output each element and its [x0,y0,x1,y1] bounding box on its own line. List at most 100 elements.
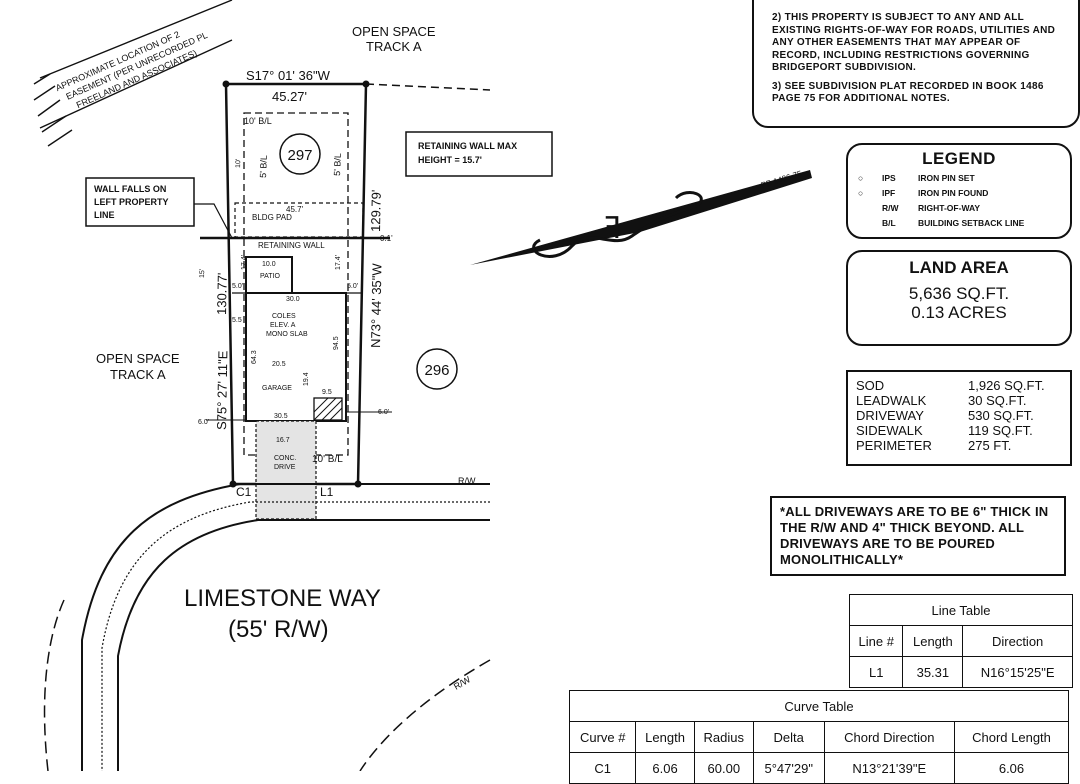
distance-west: 130.77' [214,273,230,316]
dim-top-right: 0.1' [380,234,393,243]
dim-side-a: 17.4' [241,255,248,270]
area-row: PERIMETER 275 FT. [856,438,1062,453]
area-value: 530 SQ.FT. [968,408,1034,423]
curve-table-cell: 6.06 [954,752,1069,784]
area-value: 1,926 SQ.FT. [968,378,1045,393]
house-label-2: ELEV. A [270,322,296,329]
north-line-extension [365,83,491,91]
legend-desc: RIGHT-OF-WAY [918,203,981,213]
area-label: DRIVEWAY [856,408,924,423]
lot-296-marker [416,348,458,390]
dim-small: 9.5 [322,389,332,396]
north-arrow: ꟻ PB 1486-75 [470,169,812,265]
curve-table-title: Curve Table [569,690,1069,722]
setback-top-label: 10' B/L [244,116,272,126]
lot-296-label: 296 [424,362,449,379]
land-area-acres: 0.13 ACRES [911,303,1007,322]
iron-pin-ne [362,80,370,88]
setback-bottom-label: 10' B/L [312,454,343,465]
line-table: Line Table Line # Length Direction L1 35… [848,594,1073,688]
retaining-wall-label: RETAINING WALL [258,241,325,250]
concrete-drive [255,420,317,520]
area-label: SOD [856,378,885,393]
curve-table-header: Chord Direction [823,721,956,753]
wall-falls-callout-1: WALL FALLS ON [94,184,166,194]
iron-pin-nw [222,80,230,88]
legend-symbol [858,201,882,216]
bearing-west: S75° 27' 11"E [214,350,230,430]
table-row: L1 35.31 N16°15'25"E [848,656,1073,688]
open-space-left-line-1: OPEN SPACE [96,351,180,366]
dim-side-e: 6.0' [198,419,209,426]
legend-code: B/L [882,218,896,228]
area-label: LEADWALK [856,393,927,408]
area-row: SOD 1,926 SQ.FT. [856,378,1062,393]
area-value: 275 FT. [968,438,1012,453]
line-table-header: Length [902,625,964,657]
table-row: C1 6.06 60.00 5°47'29" N13°21'39"E 6.06 [568,752,1069,784]
dim-side-g: 5.5 [232,317,242,324]
bldg-pad-label: BLDG PAD [252,213,292,222]
easement-note: APPROXIMATE LOCATION OF 2 EASEMENT (PER … [54,29,209,110]
legend-code: R/W [882,203,899,213]
area-label: PERIMETER [856,438,932,453]
easement-note-line-2: EASEMENT (PER UNRECORDED PL [64,30,209,102]
legend-item: R/W RIGHT-OF-WAY [858,201,1060,216]
land-area-title: LAND AREA [909,258,1009,277]
curve-table-header: Chord Length [954,721,1069,753]
note-2: 2) THIS PROPERTY IS SUBJECT TO ANY AND A… [772,12,1056,73]
legend-symbol: ○ [858,173,864,183]
house-label-3: MONO SLAB [266,331,308,338]
drive-label-2: DRIVE [274,464,296,471]
legend-desc: BUILDING SETBACK LINE [918,218,1025,228]
pad-width: 45.7' [286,205,304,214]
wall-falls-callout: WALL FALLS ON LEFT PROPERTY LINE [85,177,233,239]
dim-side-d: 5.0' [347,283,358,290]
easement-hatch [33,0,233,147]
distance-north: 45.27' [272,89,307,104]
line-table-header: Direction [962,625,1073,657]
north-arrow-glyph: ꟻ [604,212,621,245]
retaining-wall-callout: RETAINING WALL MAX HEIGHT = 15.7' [405,131,553,177]
driveway-note: *ALL DRIVEWAYS ARE TO BE 6" THICK IN THE… [770,496,1066,576]
legend-desc: IRON PIN SET [918,173,975,183]
legend-symbol [858,216,882,231]
legend-item: B/L BUILDING SETBACK LINE [858,216,1060,231]
area-row: DRIVEWAY 530 SQ.FT. [856,408,1062,423]
wall-falls-callout-3: LINE [94,210,115,220]
setback-left-label: 5' B/L [258,155,269,178]
curve-table-cell: 60.00 [693,752,754,784]
garage-width: 20.5 [272,361,286,368]
legend-title: LEGEND [922,149,996,168]
line-table-header: Line # [848,625,904,657]
patio-label: PATIO [260,273,281,280]
dim-depth-a: 64.3 [251,350,258,364]
curve-table-cell: C1 [568,752,637,784]
line-table-cell: 35.31 [902,656,964,688]
legend-symbol: ○ [858,188,864,198]
land-area-sqft: 5,636 SQ.FT. [908,284,1010,303]
patio-dim: 10.0 [262,261,276,268]
rw-top-label: R/W [458,476,476,486]
open-space-top-line-2: TRACK A [366,39,422,54]
line-table-cell: L1 [848,656,904,688]
curve-table-cell: N13°21'39"E [823,752,956,784]
curve-table-header: Curve # [568,721,637,753]
lot-297-marker [279,133,321,175]
street-limestone-way [43,483,491,771]
line-table-cell: N16°15'25"E [962,656,1073,688]
bearing-north: S17° 01' 36"W [246,68,331,83]
retaining-wall-callout-2: HEIGHT = 15.7' [418,155,482,165]
curve-table-cell: 6.06 [635,752,695,784]
c1-label: C1 [236,485,252,499]
open-space-left-line-2: TRACK A [110,367,166,382]
legend-code: IPF [882,188,896,198]
area-label: SIDEWALK [856,423,923,438]
garage-label: GARAGE [262,385,292,392]
dim-side-f: 6.0' [378,409,389,416]
